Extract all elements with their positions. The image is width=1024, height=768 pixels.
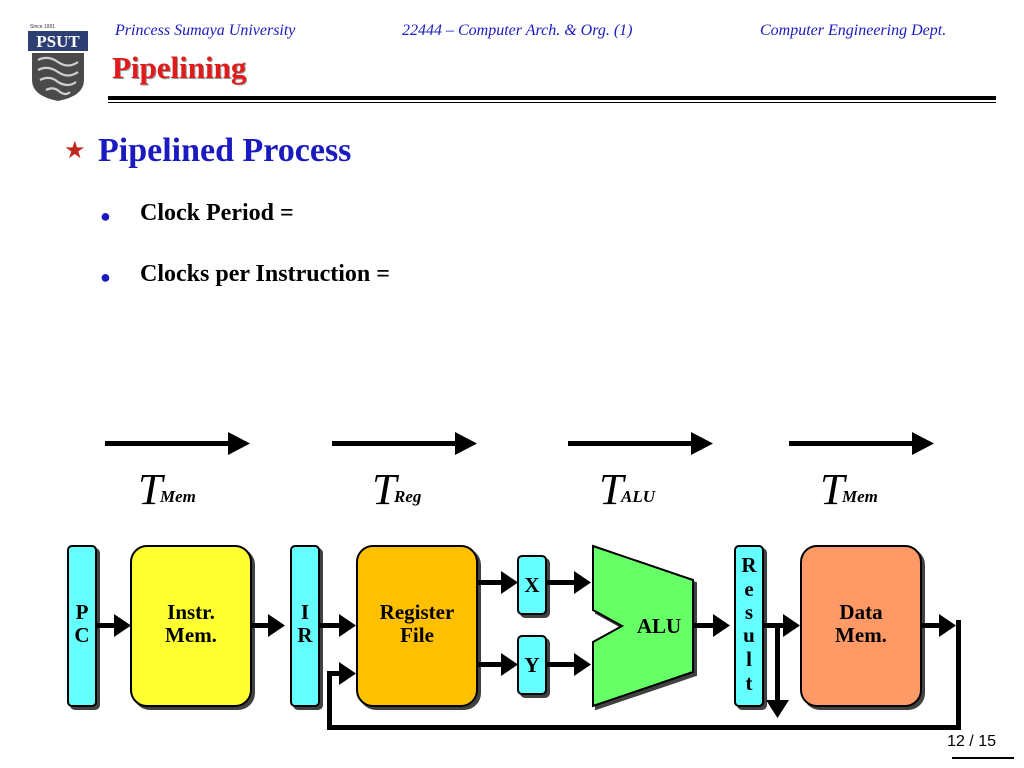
alu: ALU xyxy=(592,544,694,708)
writeback-loop-line xyxy=(327,620,961,730)
result-register: R e s u l t xyxy=(734,545,764,707)
header-university: Princess Sumaya University xyxy=(115,22,296,39)
svg-text:Data: Data xyxy=(839,600,883,624)
svg-text:Mem: Mem xyxy=(841,487,878,506)
svg-text:Register: Register xyxy=(380,600,455,624)
svg-text:ALU: ALU xyxy=(637,614,681,638)
svg-text:l: l xyxy=(746,647,752,671)
svg-text:Y: Y xyxy=(524,653,539,677)
data-memory: Data Mem. xyxy=(800,545,922,707)
bullet-dot-icon: ● xyxy=(100,206,111,226)
page-number-rule xyxy=(952,757,1014,759)
svg-text:R: R xyxy=(741,553,757,577)
arrow-register-file-to-y xyxy=(477,653,518,676)
timing-arrow-mem-2 xyxy=(789,432,934,455)
arrow-result-to-data-mem xyxy=(763,614,800,637)
timing-label-alu: T ALU xyxy=(599,465,656,514)
section-title: Pipelined Process xyxy=(98,132,352,169)
svg-text:X: X xyxy=(524,573,539,597)
svg-text:P: P xyxy=(76,600,89,624)
svg-text:T: T xyxy=(820,465,848,514)
pc-register: P C xyxy=(67,545,97,707)
svg-text:T: T xyxy=(138,465,166,514)
svg-text:File: File xyxy=(400,623,434,647)
timing-label-reg: T Reg xyxy=(372,465,422,514)
svg-text:C: C xyxy=(74,623,89,647)
arrow-data-mem-out xyxy=(921,614,956,637)
arrow-alu-to-result xyxy=(693,614,730,637)
ir-register: I R xyxy=(290,545,320,707)
arrow-ir-to-register-file xyxy=(319,614,356,637)
svg-text:I: I xyxy=(301,600,309,624)
pipeline-diagram: T Mem T Reg T ALU T Mem P C Instr. Mem. … xyxy=(67,432,961,730)
header-department: Computer Engineering Dept. xyxy=(760,22,947,39)
svg-text:T: T xyxy=(599,465,627,514)
register-file: Register File xyxy=(356,545,478,707)
logo-since-text: Since 1991 xyxy=(30,24,55,30)
timing-label-mem-2: T Mem xyxy=(820,465,878,514)
star-bullet-icon: ★ xyxy=(64,138,86,164)
svg-text:Instr.: Instr. xyxy=(167,600,215,624)
svg-text:R: R xyxy=(297,623,313,647)
timing-arrow-reg xyxy=(332,432,477,455)
slide-title: Pipelining xyxy=(112,50,247,85)
svg-text:t: t xyxy=(746,671,753,695)
page-number: 12 / 15 xyxy=(947,733,996,750)
y-register: Y xyxy=(517,635,547,695)
arrow-pc-to-instr-mem xyxy=(96,614,131,637)
svg-text:e: e xyxy=(744,577,753,601)
svg-text:T: T xyxy=(372,465,400,514)
svg-text:Mem: Mem xyxy=(159,487,196,506)
arrow-register-file-to-x xyxy=(477,571,518,594)
bullet-dot-icon: ● xyxy=(100,267,111,287)
svg-text:Mem.: Mem. xyxy=(165,623,217,647)
svg-text:s: s xyxy=(745,600,753,624)
bullet-clock-period: Clock Period = xyxy=(140,200,294,226)
timing-label-mem-1: T Mem xyxy=(138,465,196,514)
svg-text:u: u xyxy=(743,623,755,647)
arrow-result-bypass-down xyxy=(766,628,789,718)
svg-text:Reg: Reg xyxy=(393,487,422,506)
header-course: 22444 – Computer Arch. & Org. (1) xyxy=(402,22,633,39)
header-rule-thick xyxy=(108,96,996,100)
timing-arrow-mem-1 xyxy=(105,432,250,455)
psut-logo: Since 1991 PSUT xyxy=(26,22,90,102)
header-rule-thin xyxy=(108,102,996,103)
logo-text: PSUT xyxy=(36,32,80,51)
arrow-instr-mem-to-ir xyxy=(251,614,285,637)
bullet-clocks-per-instruction: Clocks per Instruction = xyxy=(140,261,390,287)
arrow-y-to-alu xyxy=(546,653,591,676)
svg-text:Mem.: Mem. xyxy=(835,623,887,647)
x-register: X xyxy=(517,555,547,615)
instruction-memory: Instr. Mem. xyxy=(130,545,252,707)
arrow-x-to-alu xyxy=(546,571,591,594)
svg-text:ALU: ALU xyxy=(620,487,656,506)
timing-arrow-alu xyxy=(568,432,713,455)
